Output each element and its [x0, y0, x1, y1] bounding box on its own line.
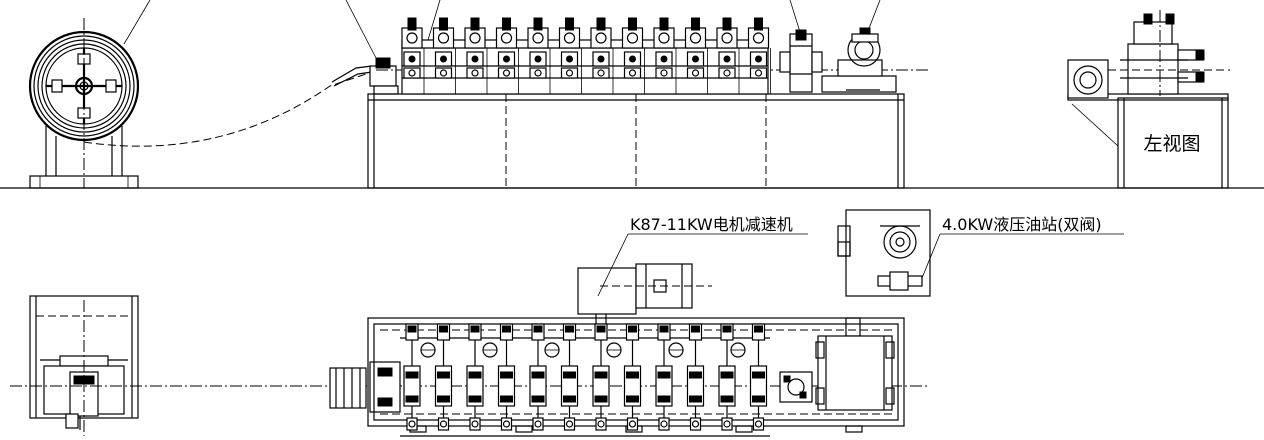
- gear-circle-plan: [730, 342, 746, 358]
- entry-guide-front: [331, 57, 399, 95]
- forming-station-plan: [749, 323, 768, 431]
- forming-station-plan: [403, 323, 421, 431]
- forming-station-plan: [623, 323, 642, 431]
- forming-station-front: [464, 17, 488, 94]
- strip-material: [83, 71, 373, 147]
- decoiler-plan: [29, 295, 139, 436]
- gear-circle-plan: [544, 342, 560, 358]
- forming-stations-plan: [400, 323, 770, 437]
- forming-station-front: [653, 17, 677, 94]
- forming-station-plan: [434, 323, 453, 431]
- motor-reducer-plan: [577, 263, 712, 330]
- forming-station-plan: [497, 323, 516, 431]
- forming-station-plan: [655, 323, 673, 431]
- forming-station-plan: [560, 323, 579, 431]
- forming-station-front: [558, 17, 582, 94]
- motor-reducer-label: K87-11KW电机减速机: [630, 215, 793, 234]
- gear-circle-plan: [420, 342, 436, 358]
- left-view-label: 左视图: [1143, 133, 1200, 155]
- left-view-drawing: 左视图: [1067, 10, 1230, 189]
- forming-station-front: [590, 17, 614, 94]
- forming-station-plan: [686, 323, 705, 431]
- forming-stations-front: [401, 17, 771, 95]
- forming-station-front: [621, 17, 645, 94]
- gear-circle-plan: [668, 342, 684, 358]
- hydraulic-cutter-front: [821, 27, 897, 93]
- forming-station-plan: [529, 323, 547, 431]
- forming-station-plan: [466, 323, 484, 431]
- hydraulic-station-plan: [837, 209, 931, 297]
- plan-view: K87-11KW电机减速机 4.0KW液压油站(双阀): [10, 209, 1124, 437]
- forming-station-plan: [718, 323, 736, 431]
- gear-circle-plan: [482, 342, 498, 358]
- forming-station-plan: [592, 323, 610, 431]
- straightener-plan: [779, 371, 813, 403]
- forming-station-front: [401, 17, 425, 94]
- cutter-plan: [815, 335, 895, 411]
- forming-station-front: [432, 17, 456, 94]
- decoiler-front: [28, 18, 140, 189]
- forming-station-front: [527, 17, 551, 94]
- forming-station-front: [716, 17, 740, 94]
- gear-circle-plan: [606, 342, 622, 358]
- forming-station-front: [747, 17, 771, 94]
- forming-station-front: [684, 17, 708, 94]
- entry-guide-plan: [329, 361, 401, 413]
- hydraulic-station-label: 4.0KW液压油站(双阀): [942, 215, 1102, 234]
- forming-station-front: [495, 17, 519, 94]
- straightener-front: [779, 29, 823, 93]
- leader-lines-top: [123, 0, 881, 59]
- front-elevation-view: 左视图: [0, 0, 1264, 189]
